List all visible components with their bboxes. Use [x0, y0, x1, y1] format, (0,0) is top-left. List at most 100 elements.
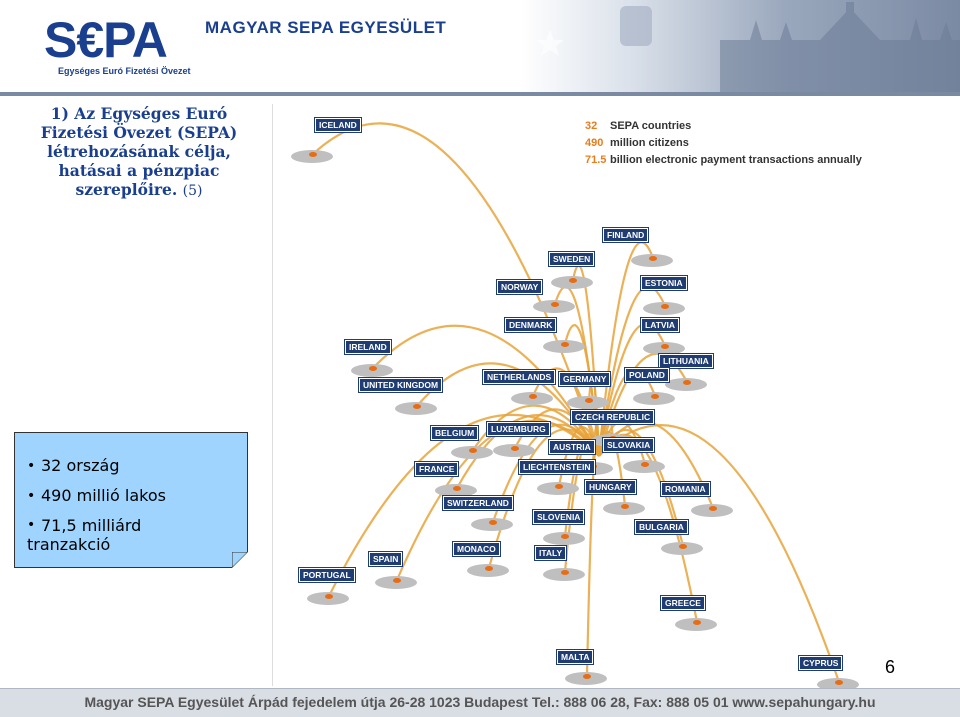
country-label-belgium: BELGIUM [431, 426, 479, 440]
connection-arcs [312, 122, 841, 683]
country-label-netherlands: NETHERLANDS [483, 370, 556, 384]
country-dot-portugal [325, 594, 333, 599]
footer-contact: Magyar SEPA Egyesület Árpád fejedelem út… [84, 694, 876, 710]
country-dot-denmark [561, 342, 569, 347]
country-dot-italy [561, 570, 569, 575]
country-dot-lithuania [683, 380, 691, 385]
summary-item-transactions-line2: tranzakció [27, 535, 111, 554]
summary-item-citizens: 490 millió lakos [27, 481, 247, 511]
arc-finland [597, 241, 655, 457]
country-label-latvia: LATVIA [641, 318, 680, 332]
country-dot-luxemburg [511, 446, 519, 451]
country-label-italy: ITALY [535, 546, 567, 560]
stat-value: 32 [585, 120, 598, 132]
sepa-logo-subtitle: Egységes Euró Fizetési Övezet [58, 66, 191, 76]
country-label-romania: ROMANIA [661, 482, 710, 496]
country-dot-latvia [661, 344, 669, 349]
stat-label: million citizens [610, 137, 689, 149]
country-label-spain: SPAIN [369, 552, 403, 566]
country-dot-monaco [485, 566, 493, 571]
country-label-france: FRANCE [415, 462, 459, 476]
country-dot-germany [585, 398, 593, 403]
country-label-czech-republic: CZECH REPUBLIC [571, 410, 655, 424]
title-line-text: szereplőire. [75, 180, 178, 199]
country-dot-slovakia [641, 462, 649, 467]
summary-list: 32 ország 490 millió lakos 71,5 milliárd… [15, 433, 247, 554]
country-dot-sweden [569, 278, 577, 283]
country-label-hungary: HUNGARY [585, 480, 636, 494]
country-label-united-kingdom: UNITED KINGDOM [359, 378, 443, 392]
country-label-norway: NORWAY [497, 280, 543, 294]
country-label-portugal: PORTUGAL [299, 568, 355, 582]
country-dot-estonia [661, 304, 669, 309]
country-label-cyprus: CYPRUS [799, 656, 843, 670]
country-dot-malta [583, 674, 591, 679]
country-label-liechtenstein: LIECHTENSTEIN [519, 460, 595, 474]
country-dot-netherlands [529, 394, 537, 399]
country-label-austria: AUSTRIA [549, 440, 595, 454]
parliament-silhouette [536, 2, 960, 92]
country-dot-bulgaria [679, 544, 687, 549]
title-line: szereplőire. (5) [14, 180, 264, 201]
arc-malta [585, 443, 601, 677]
page-number: 6 [884, 657, 895, 677]
country-dot-norway [551, 302, 559, 307]
country-dot-hungary [621, 504, 629, 509]
country-dot-ireland [369, 366, 377, 371]
sepa-logo-text: S€PA [44, 12, 168, 68]
header-banner: S€PA Egységes Euró Fizetési Övezet MAGYA… [0, 0, 960, 92]
arc-iceland [312, 122, 601, 457]
country-label-poland: POLAND [625, 368, 669, 382]
stat-label: billion electronic payment transactions … [610, 154, 862, 166]
title-number: (5) [182, 183, 203, 199]
title-line: létrehozásának célja, [47, 142, 231, 161]
country-dot-liechtenstein [555, 484, 563, 489]
country-label-slovenia: SLOVENIA [533, 510, 585, 524]
country-label-sweden: SWEDEN [549, 252, 595, 266]
country-dot-switzerland [489, 520, 497, 525]
country-dot-united-kingdom [413, 404, 421, 409]
summary-item-countries: 32 ország [27, 451, 247, 481]
country-label-ireland: IRELAND [345, 340, 391, 354]
header-divider [0, 92, 960, 96]
arc-ireland [372, 324, 600, 457]
country-label-malta: MALTA [557, 650, 594, 664]
title-line: hatásai a pénzpiac [58, 161, 220, 180]
organization-name: MAGYAR SEPA EGYESÜLET [205, 18, 447, 37]
title-line: Fizetési Övezet (SEPA) [40, 123, 238, 142]
country-dot-slovenia [561, 534, 569, 539]
arc-cyprus [598, 424, 841, 683]
footer-bar: Magyar SEPA Egyesület Árpád fejedelem út… [0, 688, 960, 717]
country-label-finland: FINLAND [603, 228, 649, 242]
country-label-lithuania: LITHUANIA [659, 354, 713, 368]
slide-title: 1) Az Egységes Euró Fizetési Övezet (SEP… [14, 104, 264, 201]
country-label-greece: GREECE [661, 596, 705, 610]
country-dot-finland [649, 256, 657, 261]
country-label-iceland: ICELAND [315, 118, 361, 132]
country-label-monaco: MONACO [453, 542, 500, 556]
page-fold-corner [231, 551, 250, 570]
stat-value: 71.5 [585, 154, 607, 166]
sepa-network-map: 32 SEPA countries 490 million citizens 71.… [272, 104, 863, 691]
sepa-logo: S€PA Egységes Euró Fizetési Övezet [44, 14, 191, 76]
country-dot-romania [709, 506, 717, 511]
country-label-denmark: DENMARK [505, 318, 557, 332]
country-dot-poland [651, 394, 659, 399]
country-dot-iceland [309, 152, 317, 157]
summary-callout: 32 ország 490 millió lakos 71,5 milliárd… [14, 432, 250, 570]
country-label-luxemburg: LUXEMBURG [487, 422, 550, 436]
country-dot-cyprus [835, 680, 843, 685]
stat-value: 490 [585, 137, 604, 149]
parliament-background [520, 0, 960, 92]
country-dot-france [453, 486, 461, 491]
summary-item-transactions-line1: 71,5 milliárd [41, 516, 142, 535]
country-dot-greece [693, 620, 701, 625]
country-label-slovakia: SLOVAKIA [603, 438, 655, 452]
country-label-estonia: ESTONIA [641, 276, 687, 290]
country-label-bulgaria: BULGARIA [635, 520, 688, 534]
country-dot-belgium [469, 448, 477, 453]
stat-label: SEPA countries [610, 120, 692, 132]
country-label-switzerland: SWITZERLAND [443, 496, 513, 510]
